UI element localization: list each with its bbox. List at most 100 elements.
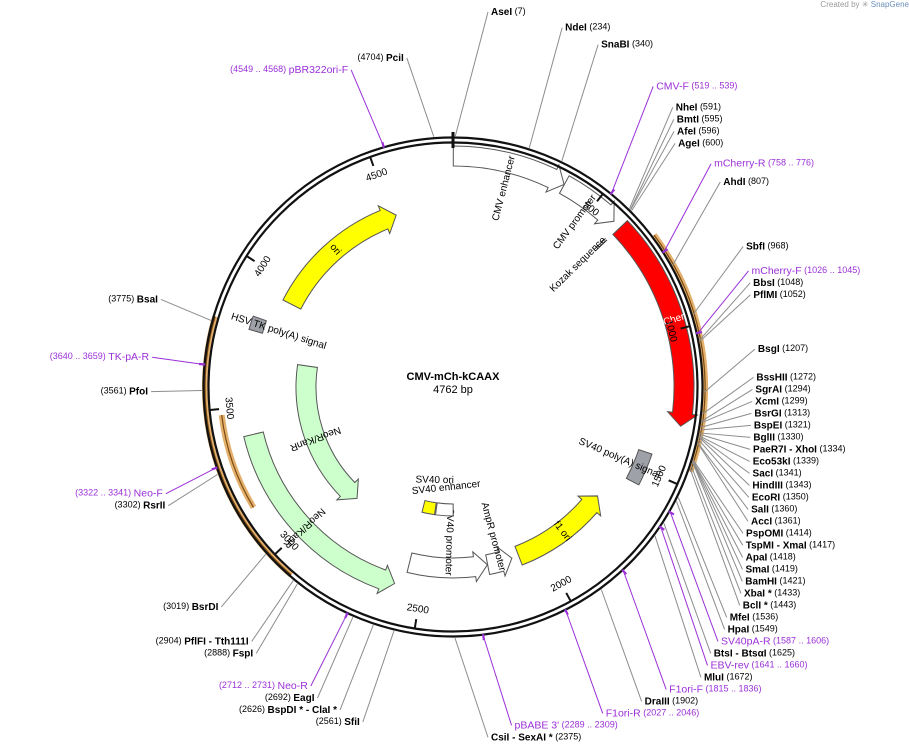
feature-label: ori: [327, 242, 343, 258]
site-nhei[interactable]: [629, 107, 674, 209]
site-position: (3302): [115, 500, 144, 510]
site-sfii[interactable]: [362, 630, 395, 723]
site-bbsi[interactable]: [699, 282, 751, 341]
site-smai[interactable]: [692, 461, 743, 570]
site-bsrdi[interactable]: [221, 553, 267, 608]
site-hindiii[interactable]: [698, 436, 750, 486]
site-f1ori-f[interactable]: [621, 568, 667, 690]
site-mlui[interactable]: [654, 535, 702, 678]
site-sv40pa-r[interactable]: [668, 510, 719, 642]
site-leader-line: [168, 473, 218, 507]
site-draiii[interactable]: [600, 589, 643, 702]
site-btsi-bts-i[interactable]: [663, 522, 712, 654]
site-asei[interactable]: [454, 11, 489, 137]
site-mcherry-f[interactable]: [695, 270, 749, 335]
site-leader-line: [701, 400, 753, 424]
tick-mark: [668, 479, 678, 485]
site-ebv-rev[interactable]: [658, 525, 708, 666]
site-apai[interactable]: [692, 460, 744, 558]
site-bsrgi[interactable]: [700, 412, 752, 428]
site-tspmi-xmai[interactable]: [692, 460, 744, 546]
site-bcli[interactable]: [689, 468, 741, 606]
site-name: AccI: [751, 516, 772, 527]
site-name: RsrII: [143, 500, 165, 511]
site-bglii[interactable]: [699, 432, 751, 438]
site-f1ori-r[interactable]: [564, 608, 604, 714]
site-pspomi[interactable]: [692, 459, 744, 534]
site-mfei[interactable]: [677, 497, 728, 618]
highlight-arc-core-2: [221, 414, 255, 508]
site-eco53ki[interactable]: [698, 435, 750, 462]
site-ndei[interactable]: [528, 27, 563, 149]
site-pfoi[interactable]: [151, 389, 203, 393]
site-eagi[interactable]: [317, 616, 354, 699]
site-position: (3640 .. 3659): [50, 352, 109, 362]
site-afei[interactable]: [630, 131, 675, 210]
site-leader-line: [692, 460, 744, 546]
tick-mark: [680, 325, 690, 330]
site-label: PspOMI (1414): [746, 528, 812, 539]
site-neo-f[interactable]: [165, 466, 218, 495]
site-saci[interactable]: [698, 436, 750, 474]
site-ahdi[interactable]: [672, 181, 721, 266]
site-fspi[interactable]: [255, 583, 298, 654]
site-label: BbsI (1048): [753, 277, 803, 288]
kozak-mark: [595, 239, 608, 252]
site-position: (1414): [783, 528, 812, 538]
site-leader-line: [482, 636, 513, 726]
site-bspdi-clai[interactable]: [339, 624, 374, 711]
site-acci[interactable]: [697, 442, 749, 522]
site-mcherry-r[interactable]: [661, 163, 712, 254]
site-pbabe-3[interactable]: [482, 634, 513, 726]
site-leader-line: [697, 442, 749, 510]
site-sbfi[interactable]: [692, 246, 744, 315]
site-position: (1341): [773, 468, 802, 478]
site-name: BspDI * - ClaI *: [268, 705, 338, 716]
site-leader-line: [623, 571, 667, 690]
site-bsgi[interactable]: [703, 348, 756, 393]
site-snabi[interactable]: [561, 44, 599, 161]
site-bsshii[interactable]: [702, 376, 754, 415]
site-position: (2561): [316, 716, 345, 726]
site-name: pBR322ori-F: [289, 64, 349, 76]
site-name: PaeR7I - XhoI: [753, 444, 817, 455]
site-bamhi[interactable]: [692, 461, 743, 582]
site-bspei[interactable]: [700, 424, 751, 431]
site-pbr322ori-f[interactable]: [350, 69, 385, 149]
site-xcmi[interactable]: [701, 400, 753, 424]
site-cmv-f[interactable]: [609, 86, 654, 195]
site-xbai[interactable]: [690, 465, 742, 594]
site-paer7i-xhoi[interactable]: [699, 433, 751, 450]
site-csii-sexai[interactable]: [454, 637, 489, 738]
site-neo-r[interactable]: [310, 612, 349, 687]
site-name: BtsI - BtsαI: [714, 648, 767, 659]
site-name: pBABE 3': [515, 719, 560, 731]
site-name: DraIII: [645, 696, 670, 707]
primer-mark: [658, 525, 665, 531]
site-label: pBABE 3' (2289 .. 2309): [515, 719, 618, 731]
site-ecori[interactable]: [698, 439, 750, 498]
site-position: (2692): [265, 692, 294, 702]
site-label: AgeI (600): [678, 138, 723, 149]
site-rsrii[interactable]: [168, 473, 218, 507]
feature-shape: [558, 175, 615, 225]
site-label: AseI (7): [491, 6, 526, 17]
site-leader-line: [654, 535, 702, 678]
site-pflfi-tth111i[interactable]: [251, 580, 294, 642]
site-bsai[interactable]: [160, 298, 212, 321]
site-label: (3640 .. 3659) TK-pA-R: [50, 351, 150, 363]
site-hpai[interactable]: [675, 501, 726, 630]
site-label: NheI (591): [676, 102, 721, 113]
site-sgrai[interactable]: [701, 388, 753, 422]
site-tk-pa-r[interactable]: [152, 356, 206, 366]
site-line-layer: [151, 11, 756, 738]
primer-mark: [609, 188, 616, 195]
site-pflmi[interactable]: [699, 294, 751, 342]
site-position: (1549): [749, 624, 778, 634]
site-agei[interactable]: [631, 143, 676, 211]
site-bmti[interactable]: [629, 119, 675, 210]
site-name: NheI: [676, 102, 698, 113]
site-pcii[interactable]: [406, 57, 435, 137]
primer-mark: [344, 612, 349, 619]
site-sali[interactable]: [697, 442, 749, 510]
